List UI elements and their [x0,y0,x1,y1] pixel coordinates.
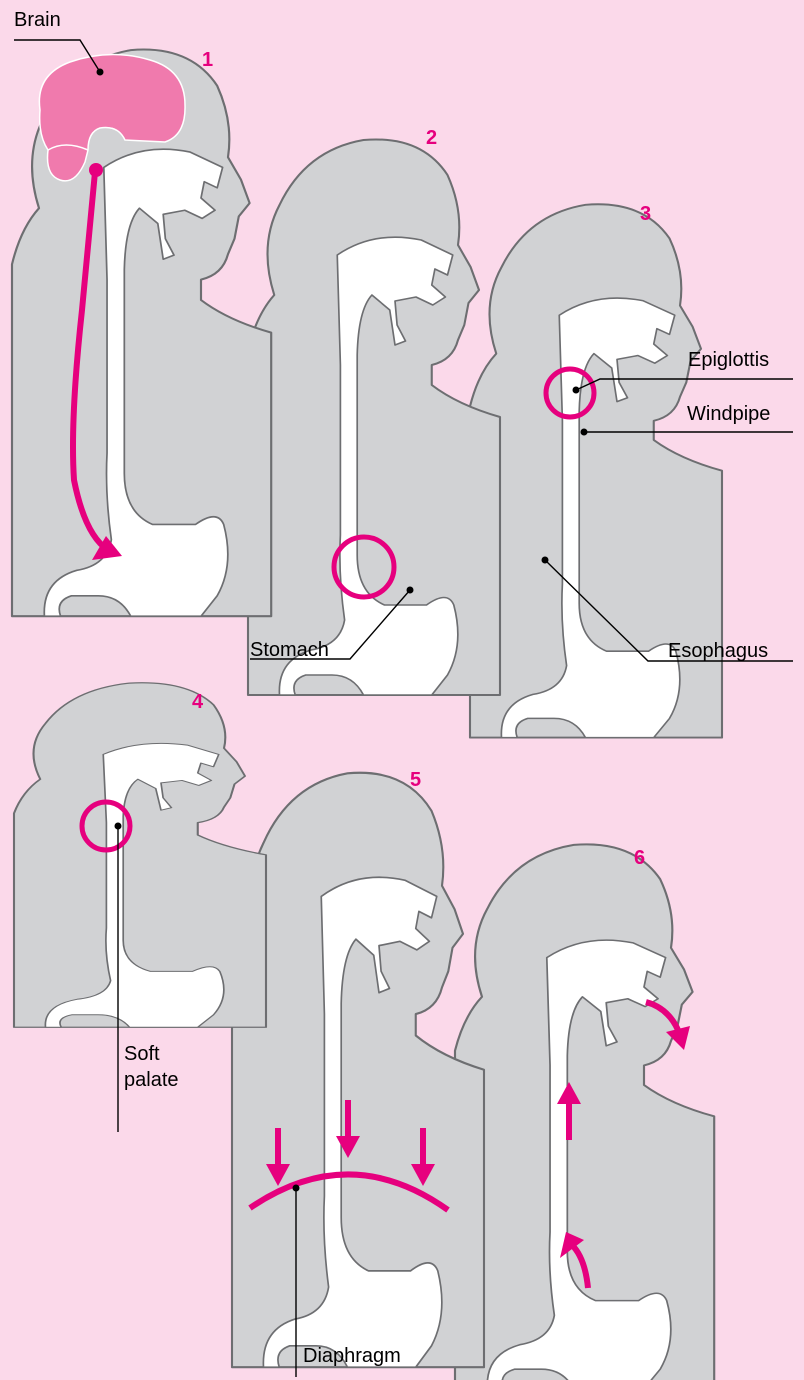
step-number-2: 2 [426,127,437,149]
head-6 [455,844,714,1380]
label-brain: Brain [14,9,61,31]
label-diaphragm: Diaphragm [303,1345,401,1367]
step-number-6: 6 [634,847,645,869]
label-soft-palate-line1: Soft [124,1043,160,1065]
label-soft-palate-line2: palate [124,1069,179,1091]
step-number-5: 5 [410,769,421,791]
label-stomach: Stomach [250,639,329,661]
head-5 [232,773,484,1367]
label-esophagus: Esophagus [668,640,768,662]
head-4 [14,683,266,1027]
label-epiglottis: Epiglottis [688,349,769,371]
step-number-4: 4 [192,691,204,713]
step-number-1: 1 [202,49,213,71]
head-2 [248,139,500,695]
step-number-3: 3 [640,203,651,225]
label-windpipe: Windpipe [687,403,770,425]
